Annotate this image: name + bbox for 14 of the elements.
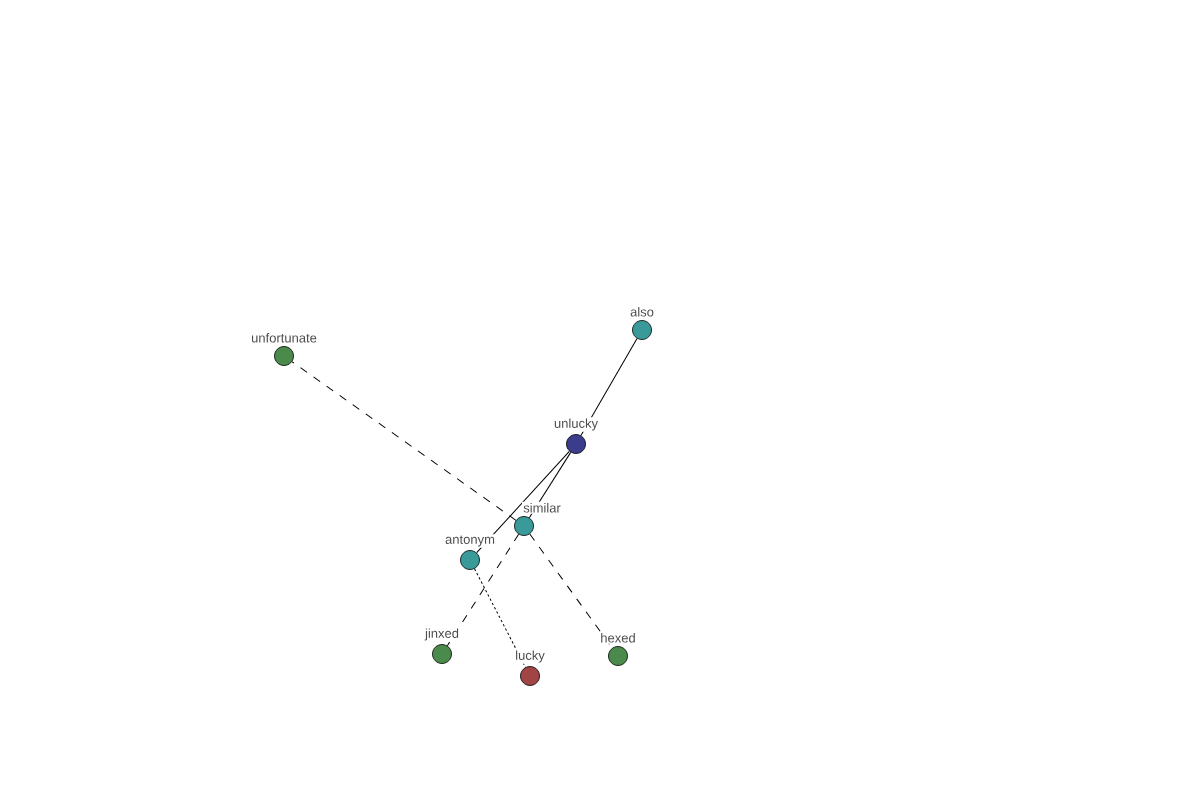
graph-node <box>432 644 452 664</box>
graph-node <box>460 550 480 570</box>
graph-node <box>608 646 628 666</box>
graph-node <box>520 666 540 686</box>
connector-line <box>291 361 517 521</box>
connector-line <box>580 338 638 436</box>
connector-line <box>528 451 572 519</box>
graph-node <box>632 320 652 340</box>
connector-line <box>474 568 526 668</box>
connector-line <box>476 450 570 554</box>
graph-node <box>566 434 586 454</box>
connector-line <box>446 533 520 647</box>
graph-node <box>514 516 534 536</box>
graph-node <box>274 346 294 366</box>
